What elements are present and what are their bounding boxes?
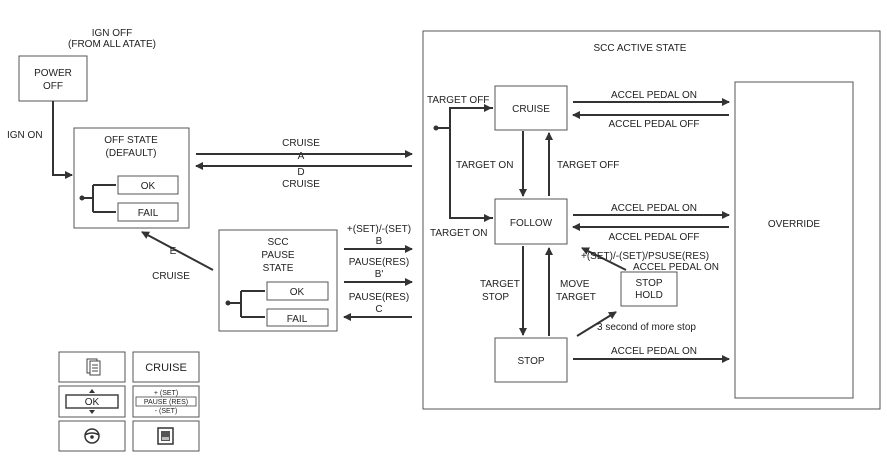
target-off-mid-label: TARGET OFF	[557, 160, 619, 171]
off-ok-box	[117, 175, 179, 195]
up-down-arrows-icon	[89, 389, 95, 414]
move-target-label-1: MOVE	[560, 279, 590, 290]
pause-state-label-2: PAUSE	[261, 250, 294, 261]
legend-ok-label: OK	[85, 397, 100, 408]
ign-off-from-all-label: (FROM ALL ATATE)	[68, 39, 156, 50]
transition-a-cruise-label: CRUISE	[282, 138, 320, 149]
legend-cruise-cell	[132, 351, 200, 383]
transition-d-label: D	[297, 167, 304, 178]
power-off-label-2: OFF	[43, 81, 63, 92]
target-on-mid-label: TARGET ON	[456, 160, 513, 171]
power-off-label-1: POWER	[34, 68, 72, 79]
transition-e-label: E	[170, 246, 177, 257]
pause-ok-box	[266, 281, 329, 301]
legend-cluster-cell	[132, 420, 200, 452]
transition-bprime-res-label: PAUSE(RES)	[349, 257, 409, 268]
off-state: OFF STATE (DEFAULT) OK FAIL	[73, 127, 190, 229]
pause-fail-box	[266, 308, 329, 327]
legend-document-cell	[58, 351, 126, 383]
stop-hold-state: STOP HOLD	[620, 271, 678, 307]
legend: CRUISE OK + (SET) PAUSE (RES) - (SET)	[58, 351, 200, 452]
transition-d-cruise-label: CRUISE	[282, 179, 320, 190]
cruise-state: CRUISE	[494, 85, 568, 131]
stop-hold-label-1: STOP	[635, 278, 662, 289]
accel-off-cruise-label: ACCEL PEDAL OFF	[609, 119, 700, 130]
off-fail-box	[117, 202, 179, 222]
follow-state-label: FOLLOW	[510, 218, 553, 229]
pause-fail-label: FAIL	[287, 314, 308, 325]
target-stop-label-2: STOP	[482, 292, 509, 303]
override-label: OVERRIDE	[768, 219, 821, 230]
off-ok-label: OK	[141, 181, 156, 192]
accel-pedal-on-hold-label: ACCEL PEDAL ON	[633, 262, 719, 273]
pause-state-label-3: STATE	[263, 263, 294, 274]
scc-active-state-label: SCC ACTIVE STATE	[594, 43, 687, 54]
off-fail-label: FAIL	[138, 208, 159, 219]
legend-cruise-label: CRUISE	[145, 362, 187, 374]
move-target-label-2: TARGET	[556, 292, 596, 303]
transition-c-res-label: PAUSE(RES)	[349, 292, 409, 303]
stop-state-label: STOP	[517, 356, 544, 367]
stop-state: STOP	[494, 337, 568, 383]
ign-on-arrow	[52, 101, 73, 179]
target-off-left-label: TARGET OFF	[427, 95, 489, 106]
ign-off-label: IGN OFF	[92, 28, 133, 39]
transition-c-label: C	[375, 304, 382, 315]
accel-on-cruise-label: ACCEL PEDAL ON	[611, 90, 697, 101]
stop-hold-label-2: HOLD	[635, 290, 663, 301]
cruise-state-label: CRUISE	[512, 104, 550, 115]
off-state-label-2: (DEFAULT)	[106, 148, 157, 159]
scc-pause-state: SCC PAUSE STATE OK FAIL	[218, 229, 338, 332]
three-second-label: 3 second of more stop	[597, 322, 696, 333]
ign-on-label: IGN ON	[7, 130, 43, 141]
hold-to-follow-arrow	[581, 247, 627, 271]
cluster-display-icon	[157, 427, 174, 445]
legend-pause-res-label: PAUSE (RES)	[144, 399, 188, 406]
override-state: OVERRIDE	[734, 81, 854, 399]
legend-ok-cell	[58, 385, 126, 418]
legend-plus-set-label: + (SET)	[154, 390, 178, 397]
scc-active-state-container	[422, 30, 881, 410]
follow-state: FOLLOW	[494, 198, 568, 245]
pause-ok-label: OK	[290, 287, 305, 298]
document-icon	[86, 358, 101, 376]
accel-on-follow-label: ACCEL PEDAL ON	[611, 203, 697, 214]
transition-e-arrow	[141, 231, 214, 271]
legend-set-cell	[132, 385, 200, 418]
legend-minus-set-label: - (SET)	[155, 408, 178, 415]
accel-off-follow-label: ACCEL PEDAL OFF	[609, 232, 700, 243]
transition-b-set-label: +(SET)/-(SET)	[347, 224, 411, 235]
set-psuse-res-label: +(SET)/-(SET)/PSUSE(RES)	[581, 251, 709, 262]
target-stop-label-1: TARGET	[480, 279, 520, 290]
transition-a-label: A	[298, 151, 305, 162]
target-on-left-label: TARGET ON	[430, 228, 487, 239]
stop-to-hold-arrow	[576, 311, 617, 337]
steering-wheel-icon	[84, 428, 100, 444]
transition-b-label: B	[376, 236, 383, 247]
accel-on-stop-label: ACCEL PEDAL ON	[611, 346, 697, 357]
power-off-state: POWER OFF	[18, 55, 88, 102]
legend-steering-cell	[58, 420, 126, 452]
transition-e-cruise-label: CRUISE	[152, 271, 190, 282]
off-state-label-1: OFF STATE	[104, 135, 158, 146]
pause-state-label-1: SCC	[267, 237, 288, 248]
transition-bprime-label: B'	[375, 269, 384, 280]
